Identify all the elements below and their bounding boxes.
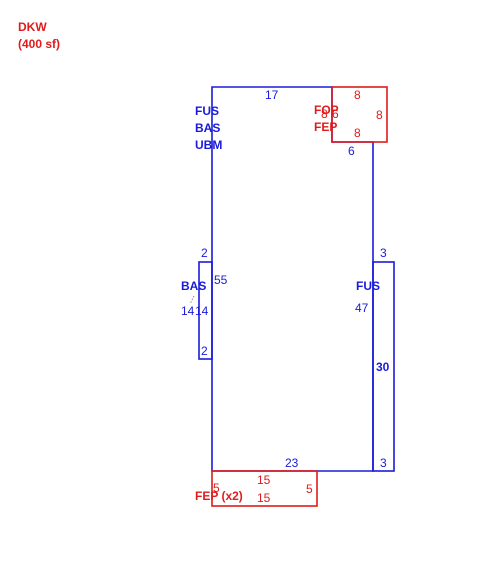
left-bump-dim-b: 14 <box>195 304 209 318</box>
left-bump-dim-bottom: 2 <box>201 344 208 358</box>
bottom-porch-dim-right: 5 <box>306 482 313 496</box>
main-dim-right-notch: 6 <box>348 144 355 158</box>
porch-code-fep: FEP <box>314 120 337 134</box>
main-dim-left-mid: 55 <box>214 273 228 287</box>
bottom-porch-outline <box>211 470 318 507</box>
top-right-porch-outline <box>331 86 388 143</box>
bottom-porch-dim-left: 5 <box>213 481 220 495</box>
porch-dim-left-extra: 6 <box>332 107 339 121</box>
main-code-fus: FUS <box>195 104 219 118</box>
main-code-ubm: UBM <box>195 138 222 152</box>
bottom-porch-dim-top: 15 <box>257 473 271 487</box>
porch-code-fop: FOP <box>314 103 339 117</box>
bas-leader-line <box>189 295 195 305</box>
main-code-bas: BAS <box>195 121 220 135</box>
main-dim-bottom: 23 <box>285 456 299 470</box>
right-strip-outline <box>372 261 395 472</box>
right-strip-dim-inner: 47 <box>355 301 369 315</box>
summary-area: (400 sf) <box>18 37 60 51</box>
summary-code: DKW <box>18 20 47 34</box>
right-strip-dim-outer: 30 <box>376 360 390 374</box>
porch-dim-top: 8 <box>354 88 361 102</box>
left-bump-dim-a: 14 <box>181 304 195 318</box>
right-strip-dim-top: 3 <box>380 246 387 260</box>
left-bump-outline <box>198 261 213 360</box>
right-strip-dim-bottom: 3 <box>380 456 387 470</box>
bottom-porch-dim-bottom: 15 <box>257 491 271 505</box>
porch-dim-right: 8 <box>376 108 383 122</box>
porch-dim-left: 8 <box>321 107 328 121</box>
main-dim-top: 17 <box>265 88 279 102</box>
right-strip-code: FUS <box>356 279 380 293</box>
bottom-porch-code: FEP (x2) <box>195 489 243 503</box>
main-dim-left-upper: 2 <box>201 246 208 260</box>
left-bump-code: BAS <box>181 279 206 293</box>
porch-dim-bottom: 8 <box>354 126 361 140</box>
